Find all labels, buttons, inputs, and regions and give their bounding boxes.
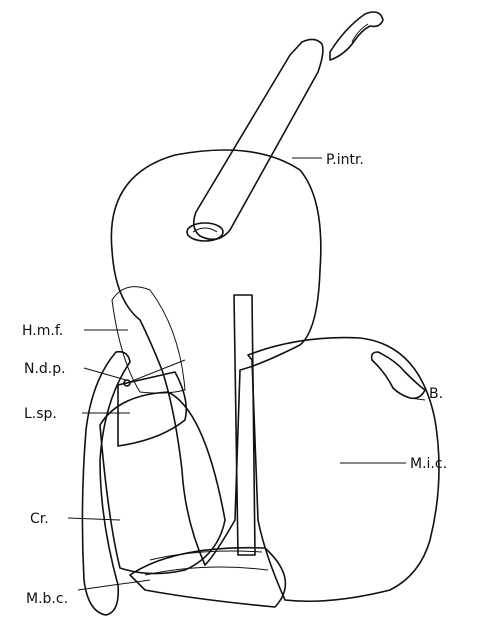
label-h-m-f: H.m.f. bbox=[22, 323, 63, 339]
introvert-tube bbox=[187, 12, 383, 241]
label-l-sp: L.sp. bbox=[24, 406, 57, 422]
label-m-b-c: M.b.c. bbox=[26, 591, 68, 607]
label-m-i-c: M.i.c. bbox=[410, 456, 447, 472]
label-b: B. bbox=[429, 386, 443, 402]
label-n-d-p: N.d.p. bbox=[24, 361, 66, 377]
leader-lines bbox=[68, 158, 425, 590]
basal-muscle-band bbox=[130, 548, 285, 607]
head-mass bbox=[111, 150, 320, 565]
label-cr: Cr. bbox=[30, 511, 49, 527]
label-p-intr: P.intr. bbox=[326, 152, 364, 168]
right-lappet bbox=[372, 352, 425, 398]
ventral-strip bbox=[234, 295, 255, 555]
